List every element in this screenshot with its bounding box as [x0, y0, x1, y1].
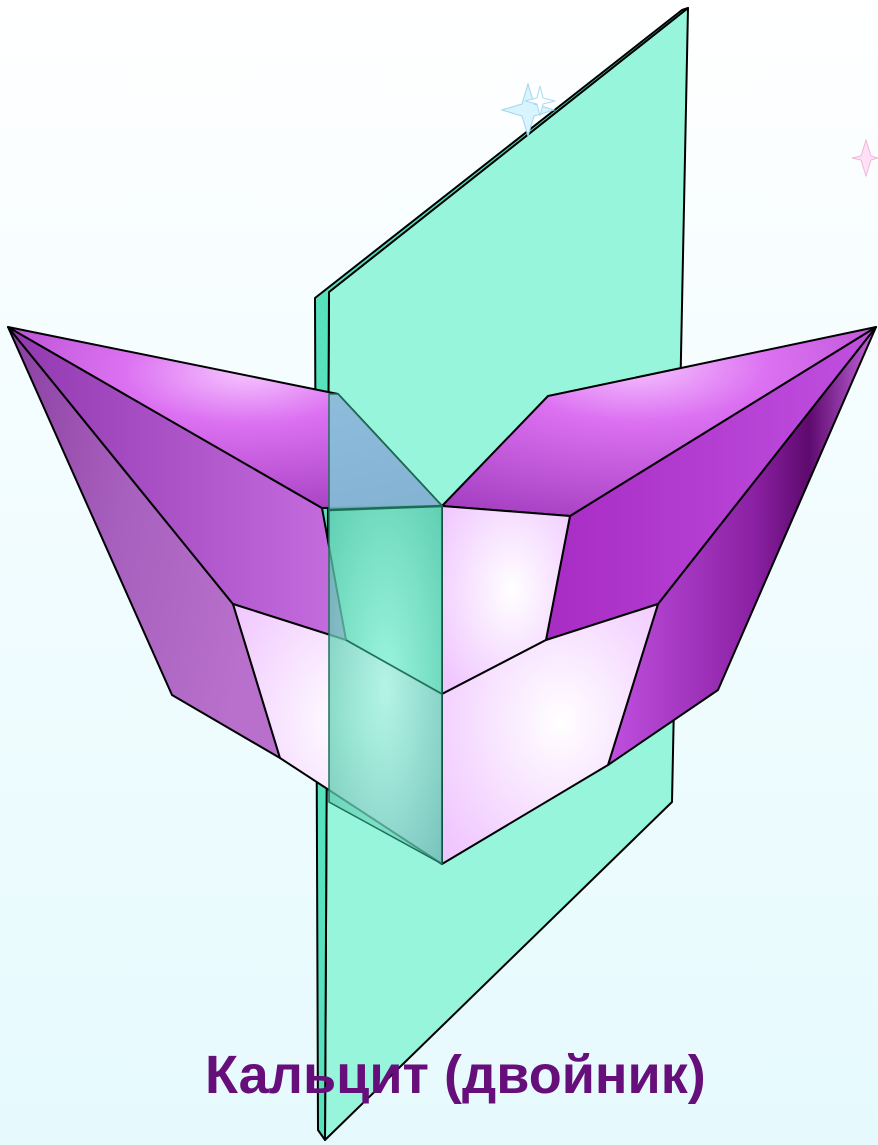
diagram-caption: Кальцит (двойник) — [205, 1048, 706, 1102]
sparkle-star-icon — [852, 140, 878, 176]
